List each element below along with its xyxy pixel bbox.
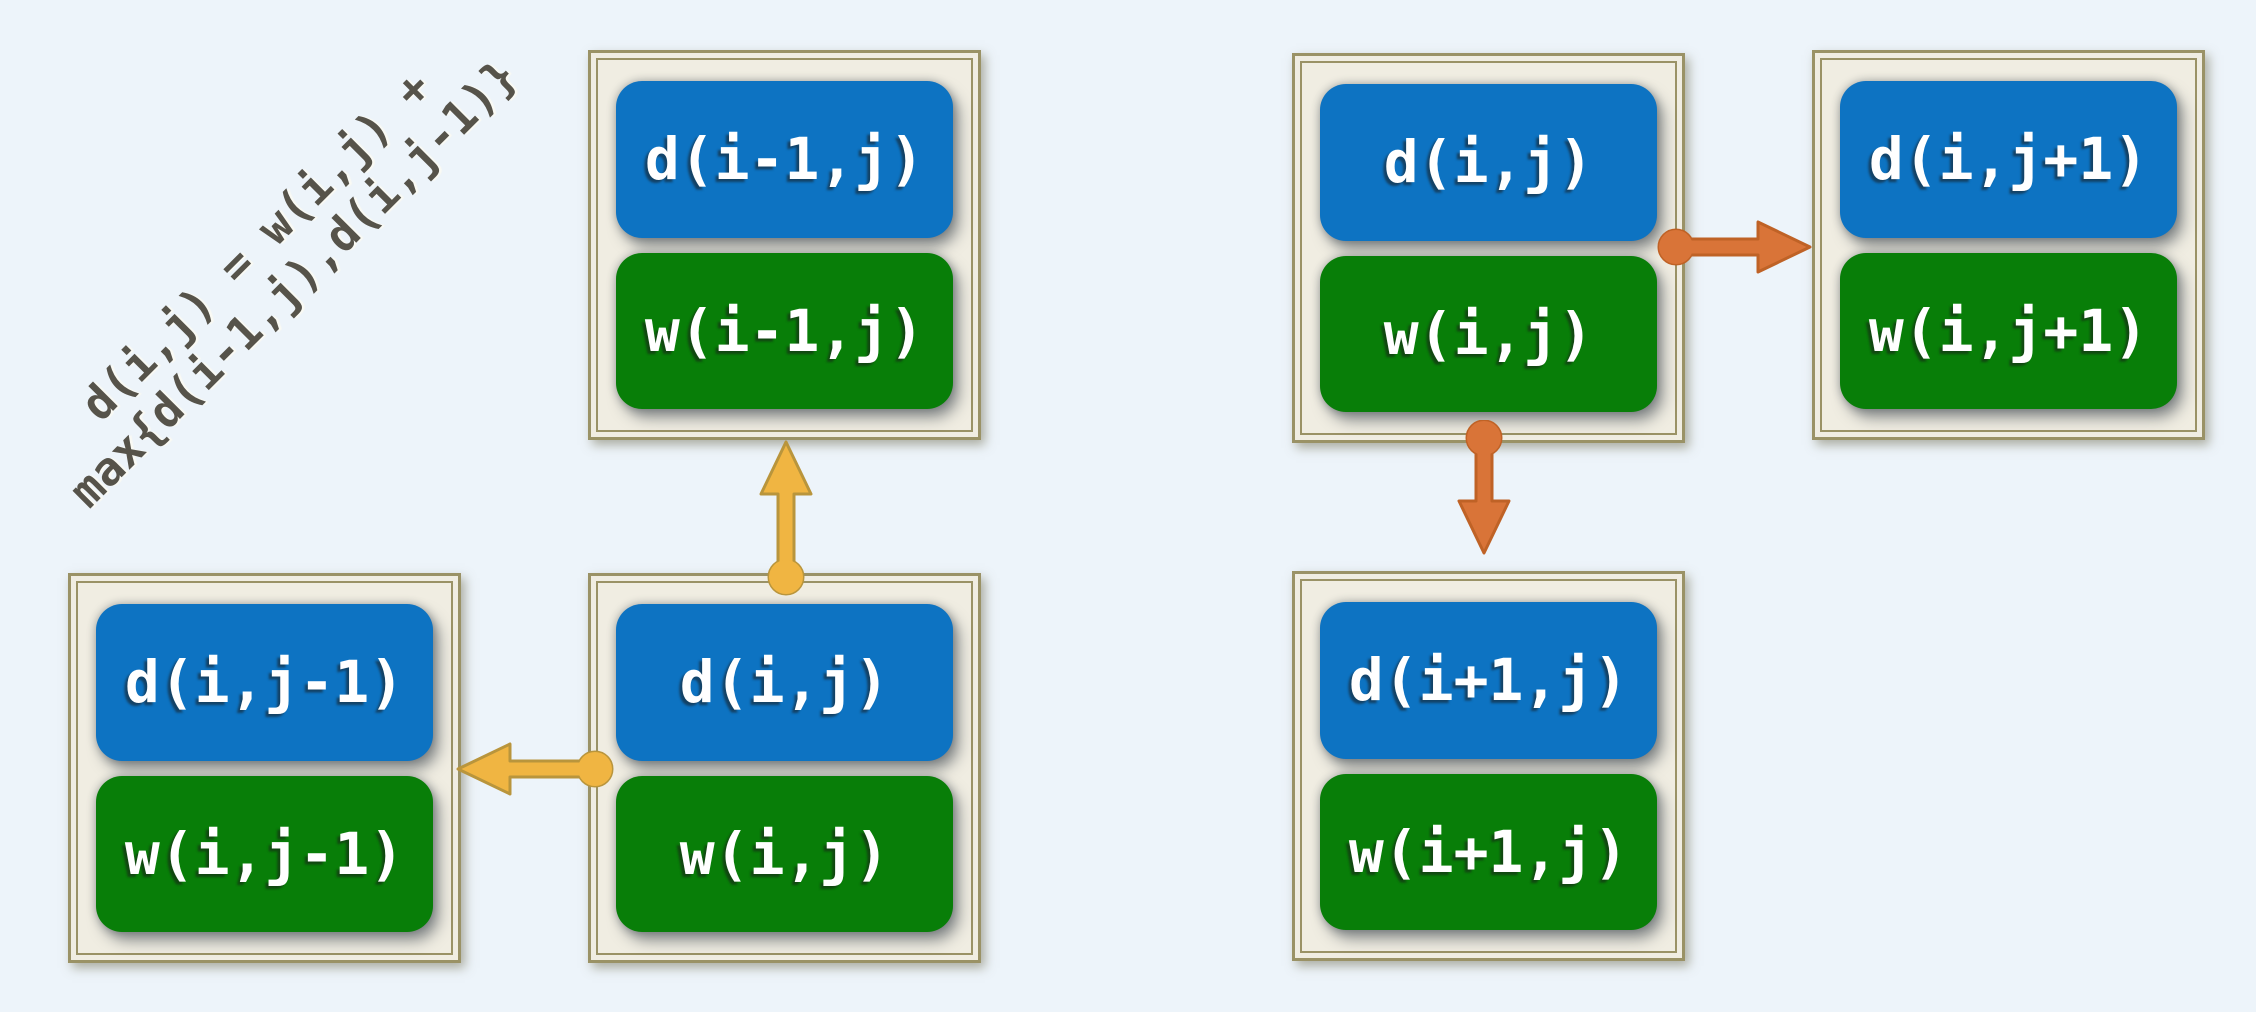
d-label: d(i,j+1) [1868, 125, 2149, 194]
arrow-up-icon [741, 434, 831, 598]
w-value-chip: w(i,j) [616, 775, 953, 932]
d-value-chip: d(i,j) [1320, 84, 1657, 241]
node-d-i-j-right-cluster: d(i,j) w(i,j) [1292, 53, 1685, 443]
d-label: d(i,j-1) [124, 648, 405, 717]
d-value-chip: d(i-1,j) [616, 81, 953, 238]
d-label: d(i,j) [1383, 128, 1594, 197]
d-value-chip: d(i,j-1) [96, 604, 433, 761]
w-label: w(i+1,j) [1348, 817, 1629, 886]
node-d-i-j-1: d(i,j-1) w(i,j-1) [68, 573, 461, 963]
d-value-chip: d(i,j) [616, 604, 953, 761]
recurrence-formula: d(i,j) = w(i,j) + max{d(i-1,j),d(i,j-1)} [58, 48, 528, 518]
node-frame: d(i,j+1) w(i,j+1) [1820, 58, 2197, 432]
w-label: w(i,j) [1383, 299, 1594, 368]
node-frame: d(i,j) w(i,j) [596, 581, 973, 955]
node-frame: d(i,j) w(i,j) [1300, 61, 1677, 435]
node-frame: d(i-1,j) w(i-1,j) [596, 58, 973, 432]
w-value-chip: w(i-1,j) [616, 252, 953, 409]
d-value-chip: d(i+1,j) [1320, 602, 1657, 759]
w-value-chip: w(i,j) [1320, 255, 1657, 412]
w-label: w(i,j+1) [1868, 296, 2149, 365]
w-label: w(i-1,j) [644, 296, 925, 365]
w-label: w(i,j) [679, 819, 890, 888]
d-label: d(i,j) [679, 648, 890, 717]
d-value-chip: d(i,j+1) [1840, 81, 2177, 238]
node-d-i-j-left-cluster: d(i,j) w(i,j) [588, 573, 981, 963]
w-value-chip: w(i,j+1) [1840, 252, 2177, 409]
arrow-down-icon [1440, 420, 1528, 558]
arrow-right-icon [1654, 205, 1816, 289]
node-frame: d(i+1,j) w(i+1,j) [1300, 579, 1677, 953]
node-frame: d(i,j-1) w(i,j-1) [76, 581, 453, 955]
node-d-i-1-j: d(i-1,j) w(i-1,j) [588, 50, 981, 440]
d-label: d(i+1,j) [1348, 646, 1629, 715]
w-label: w(i,j-1) [124, 819, 405, 888]
node-d-i+1-j: d(i+1,j) w(i+1,j) [1292, 571, 1685, 961]
w-value-chip: w(i,j-1) [96, 775, 433, 932]
d-label: d(i-1,j) [644, 125, 925, 194]
node-d-i-j+1: d(i,j+1) w(i,j+1) [1812, 50, 2205, 440]
w-value-chip: w(i+1,j) [1320, 773, 1657, 930]
arrow-left-icon [450, 727, 614, 811]
